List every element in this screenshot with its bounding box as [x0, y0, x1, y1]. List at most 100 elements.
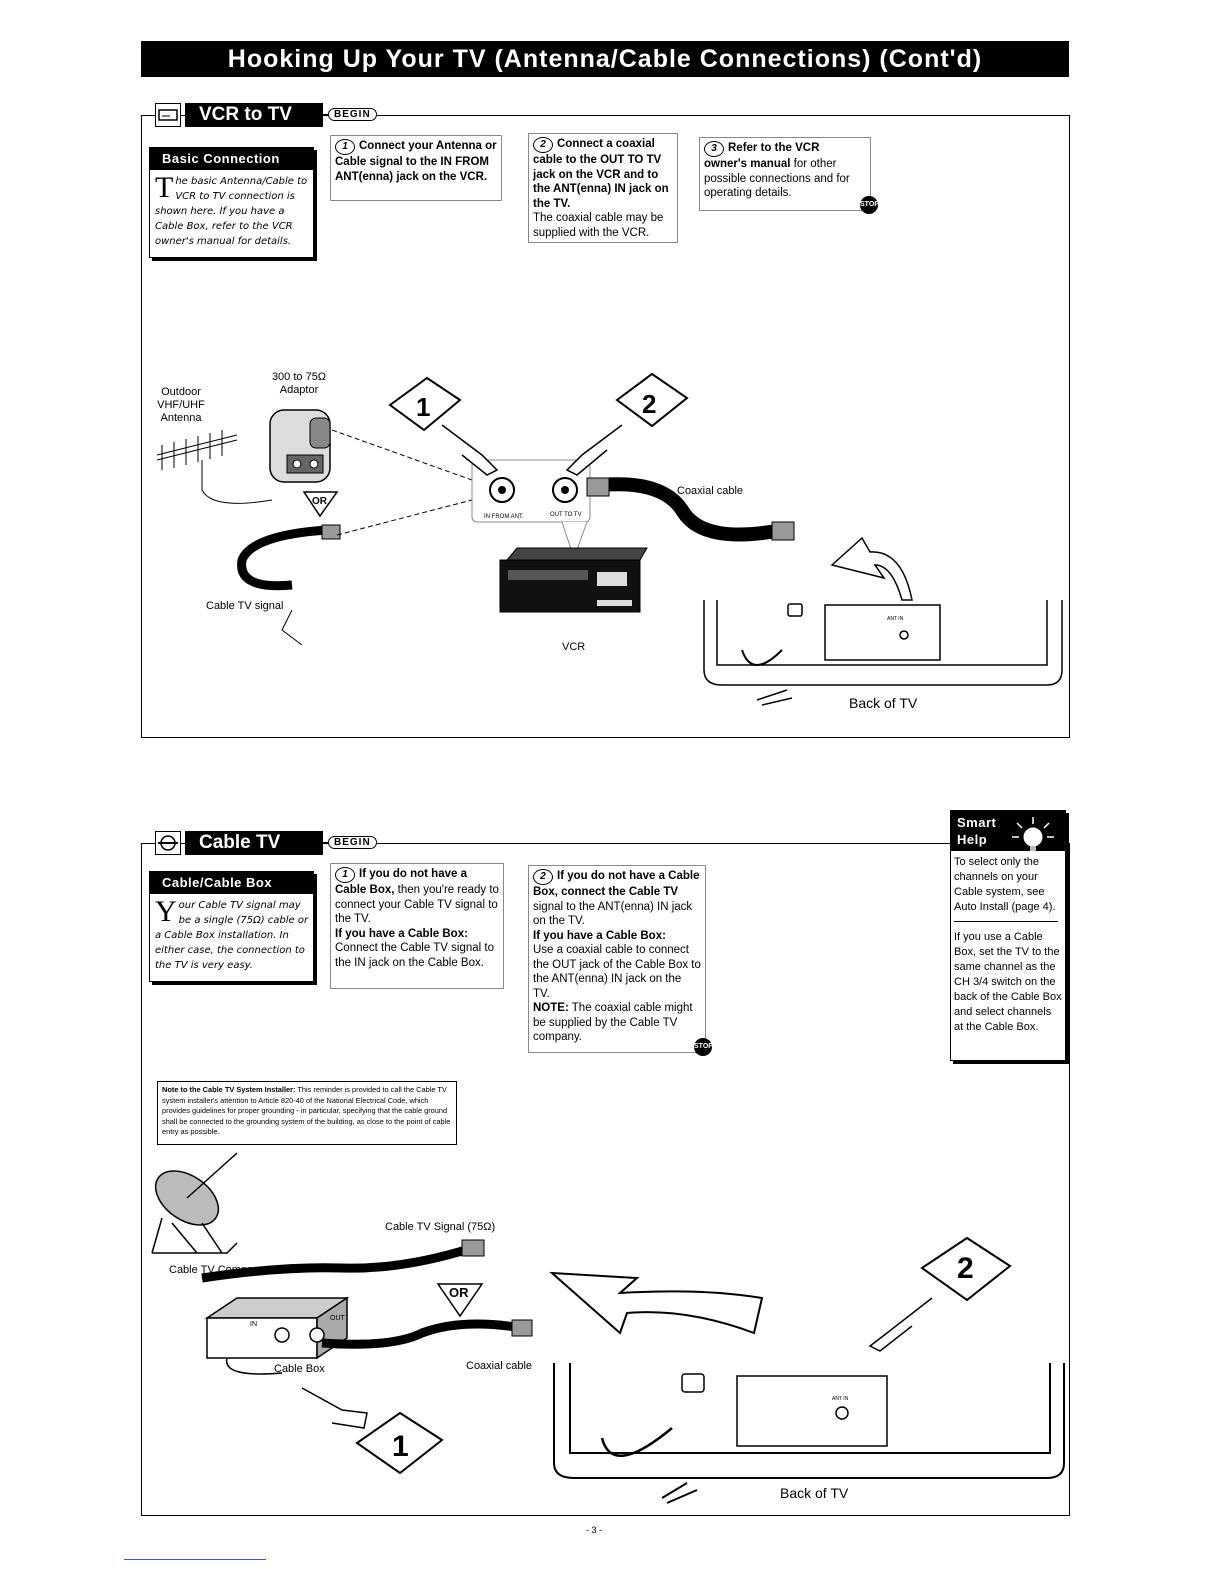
- step-text: Use a coaxial cable to connect the OUT j…: [533, 944, 701, 1000]
- cable-box-label: Cable Box: [274, 1363, 325, 1375]
- vcr-device-icon: [499, 547, 648, 613]
- step-number: 3: [704, 141, 724, 157]
- smart-help-body: To select only the channels on your Cabl…: [951, 851, 1065, 1038]
- step-number: 1: [335, 139, 355, 155]
- adaptor-label: 300 to 75Ω Adaptor: [271, 371, 327, 396]
- dashed-leader: [331, 429, 473, 536]
- smart-help-box: Smart Help To select only the channels o…: [950, 810, 1066, 1061]
- smart-help-title: Smart: [957, 815, 997, 830]
- svg-text:2: 2: [642, 389, 656, 419]
- smart-help-text: If you use a Cable Box, set the TV to th…: [954, 931, 1062, 1033]
- step-text-bold: owner's manual: [704, 158, 791, 170]
- svg-text:OR: OR: [312, 496, 328, 507]
- smart-help-text: To select only the channels on your Cabl…: [954, 855, 1058, 922]
- cable-tv-signal-label: Cable TV signal: [206, 600, 284, 612]
- smart-help-header: Smart Help: [951, 811, 1065, 851]
- dropcap: T: [155, 171, 174, 204]
- in-from-ant-label: IN FROM ANT.: [484, 514, 524, 520]
- back-of-tv-label: Back of TV: [780, 1485, 849, 1501]
- svg-text:OR: OR: [449, 1285, 469, 1300]
- pointing-hand-icon: [868, 1297, 933, 1352]
- back-of-tv-label: Back of TV: [849, 695, 918, 711]
- step-text-bold: If you have a Cable Box:: [335, 927, 468, 940]
- step-text-bold: Connect your Antenna or Cable signal to …: [335, 140, 497, 183]
- begin-line: [318, 842, 328, 844]
- step-3-box: 3 Refer to the VCR owner's manual for othe…: [699, 137, 871, 211]
- curved-arrow-icon: [830, 536, 913, 601]
- cable-tv-diagram: OR IN OUT 1 2 ANT IN Back of TV: [151, 1152, 1065, 1504]
- satellite-dish-icon: [151, 1152, 238, 1254]
- step-text-bold: If you have a Cable Box:: [533, 929, 666, 942]
- step-text-bold: If you do not have a Cable Box,: [335, 868, 467, 896]
- antenna-icon: [156, 430, 273, 504]
- or-badge: OR: [436, 1283, 484, 1318]
- dropcap: Y: [155, 895, 177, 928]
- antenna-label: Outdoor VHF/UHF Antenna: [157, 386, 205, 424]
- section-tab-label: Cable TV: [185, 831, 323, 855]
- coaxial-cable-label: Coaxial cable: [677, 485, 743, 497]
- cable-pointer-line: [281, 609, 303, 646]
- cable-tv-company-label: Cable TV Company: [169, 1264, 265, 1276]
- pointing-hand-icon: [441, 424, 499, 476]
- svg-text:2: 2: [957, 1252, 974, 1285]
- out-jack-label: OUT: [330, 1315, 346, 1322]
- step-text: Connect the Cable TV signal to the IN ja…: [335, 942, 494, 969]
- step-text: The coaxial cable might be supplied by t…: [533, 1002, 693, 1043]
- footer-rule: [124, 1559, 266, 1560]
- in-jack-label: IN: [250, 1321, 257, 1328]
- pointing-hand-icon: [301, 1387, 368, 1429]
- ant-in-label: ANT IN: [887, 616, 904, 622]
- coaxial-cable: [601, 477, 784, 542]
- stop-icon: STOP: [860, 196, 879, 214]
- vcr-icon: [155, 103, 181, 127]
- step-number: 1: [335, 867, 355, 883]
- step-text-bold: Refer to the VCR: [728, 142, 820, 154]
- step-text: for other possible connections and for o…: [704, 158, 850, 199]
- sidebar-title: Cable/Cable Box: [150, 872, 313, 894]
- tv-back-icon: [553, 1363, 1065, 1504]
- coaxial-cable: [321, 1319, 523, 1349]
- step-number: 2: [533, 137, 553, 153]
- or-badge: OR: [302, 491, 339, 518]
- note-title: Note to the Cable TV System Installer:: [162, 1085, 296, 1094]
- sidebar-title: Basic Connection: [150, 148, 313, 170]
- begin-badge: BEGIN: [328, 836, 377, 849]
- vcr-to-tv-tab: VCR to TV: [155, 103, 323, 127]
- tv-back-icon: [703, 600, 1063, 706]
- curved-arrow-icon: [549, 1271, 764, 1335]
- ant-in-label: ANT IN: [832, 1396, 849, 1402]
- vcr-to-tv-panel: [141, 115, 1070, 738]
- vcr-label: VCR: [562, 641, 585, 653]
- vcr-to-tv-diagram: OR IN FROM ANT. OUT TO TV Coaxial cable …: [156, 372, 1063, 711]
- note-text: This reminder is provided to call the Ca…: [162, 1085, 451, 1136]
- cable-tv-signal-cable: [201, 1243, 474, 1283]
- callout-2: 2: [565, 372, 689, 476]
- step-text-bold: If you do not have a Cable Box, connect …: [533, 870, 700, 898]
- cable-box-icon: [204, 1296, 350, 1360]
- sidebar-text: our Cable TV signal may be a single (75Ω…: [155, 900, 309, 971]
- callout-2: 2: [868, 1236, 1012, 1352]
- cable-line: [225, 1357, 283, 1375]
- svg-text:1: 1: [392, 1430, 409, 1463]
- step-text: signal to the ANT(enna) IN jack on the T…: [533, 900, 693, 928]
- cable-icon: [155, 831, 181, 855]
- step-text: The coaxial cable may be supplied with t…: [533, 212, 664, 239]
- svg-text:1: 1: [416, 392, 430, 422]
- out-to-tv-label: OUT TO TV: [550, 512, 582, 518]
- lightbulb-icon: [1012, 817, 1054, 851]
- begin-badge: BEGIN: [328, 108, 377, 121]
- begin-line: [318, 114, 328, 116]
- smart-help-title: Help: [957, 832, 988, 847]
- step-number: 2: [533, 869, 553, 885]
- note-label: NOTE:: [533, 1002, 569, 1014]
- section-tab-label: VCR to TV: [185, 103, 323, 127]
- coaxial-cable-label: Coaxial cable: [466, 1360, 533, 1372]
